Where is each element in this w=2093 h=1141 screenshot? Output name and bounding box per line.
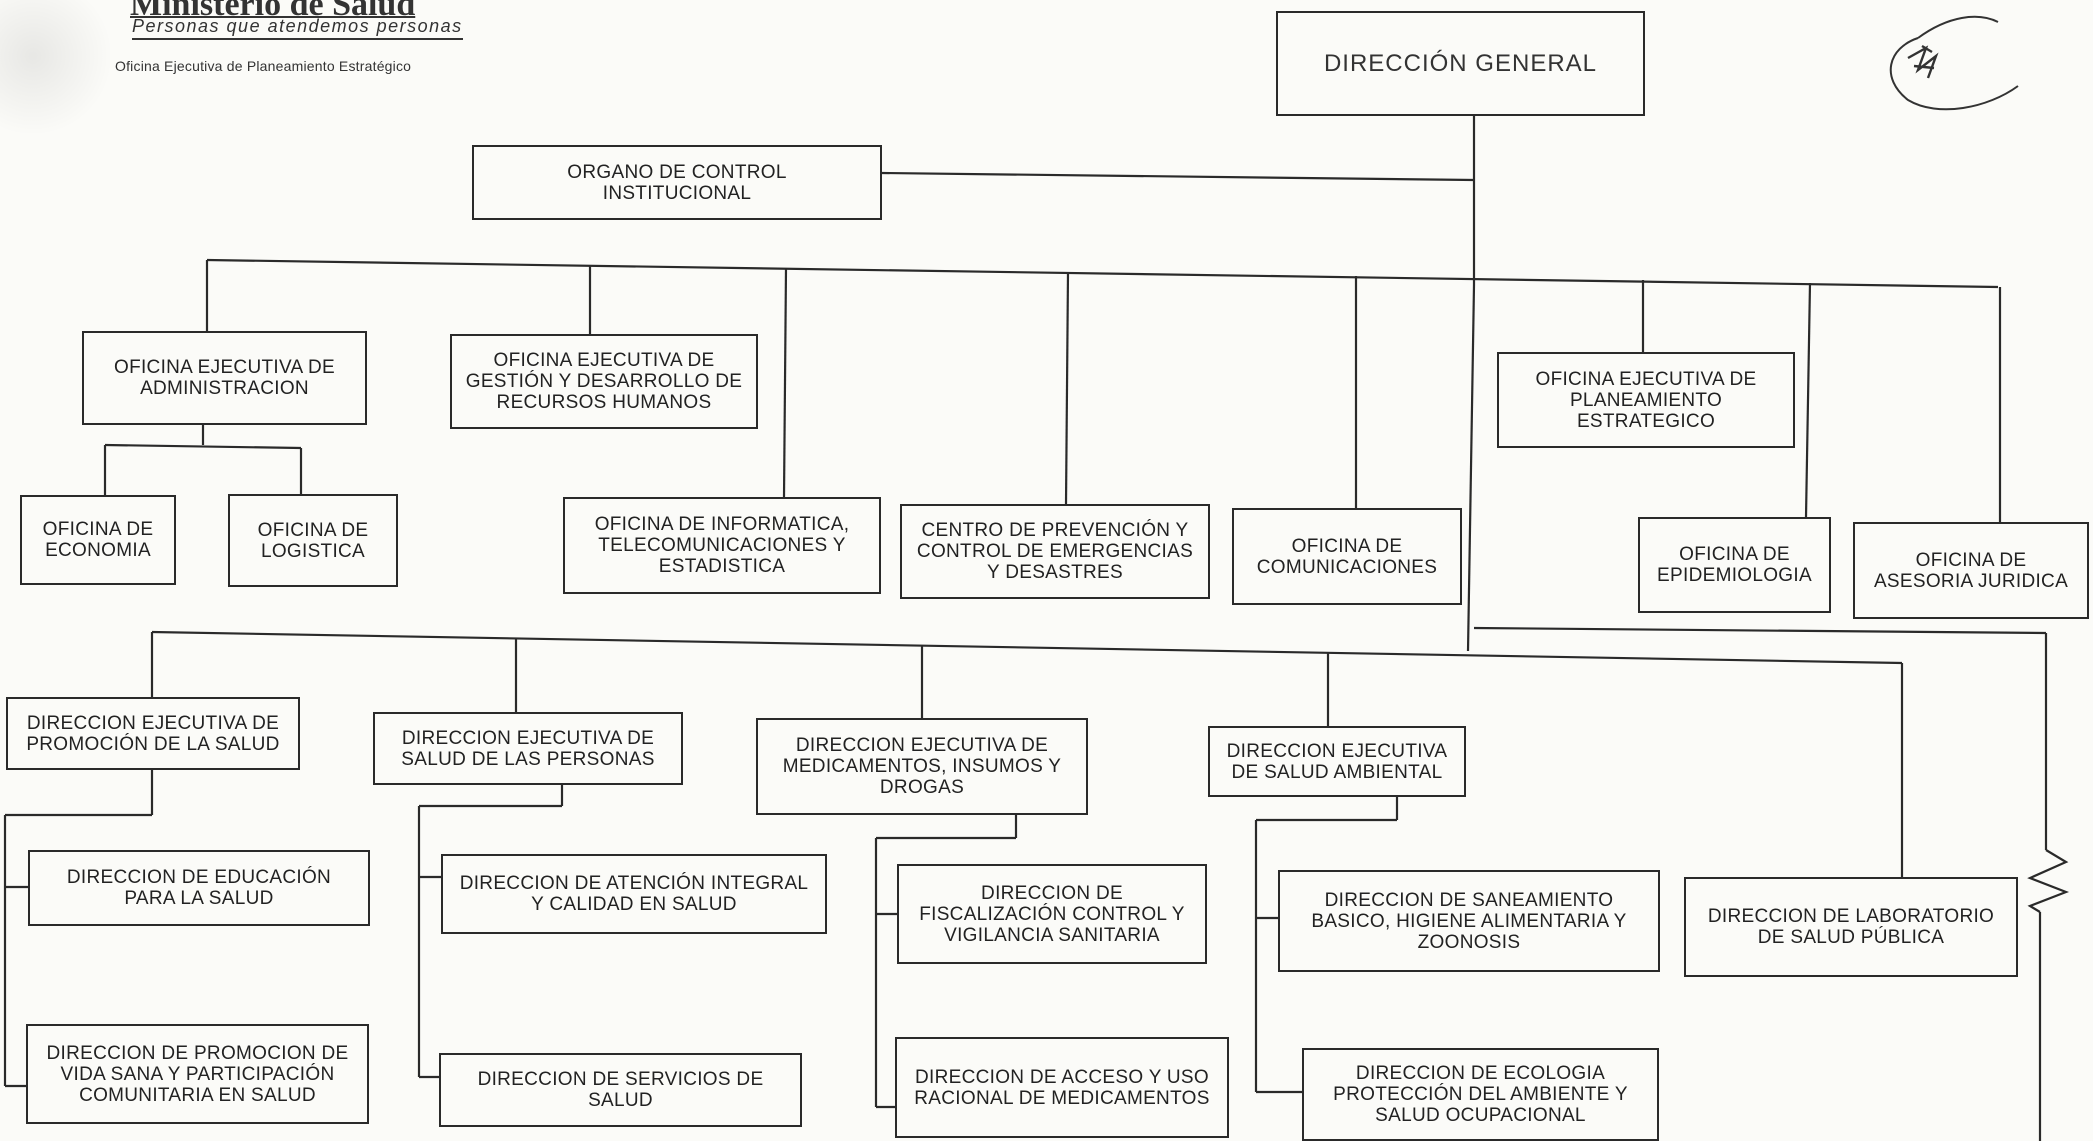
oe-rrhh-label: OFICINA EJECUTIVA DE GESTIÓN Y DESARROLL… (465, 350, 743, 413)
d-saneamiento-box: DIRECCION DE SANEAMIENTO BASICO, HIGIENE… (1278, 870, 1660, 972)
direccion-general-label: DIRECCIÓN GENERAL (1323, 50, 1598, 77)
d-vida-sana-box: DIRECCION DE PROMOCION DE VIDA SANA Y PA… (26, 1024, 369, 1124)
de-promocion-label: DIRECCION EJECUTIVA DE PROMOCIÓN DE LA S… (26, 712, 280, 755)
d-acceso-label: DIRECCION DE ACCESO Y USO RACIONAL DE ME… (914, 1066, 1210, 1109)
oficina-informatica-label: OFICINA DE INFORMATICA, TELECOMUNICACION… (594, 514, 850, 577)
oficina-logistica-label: OFICINA DE LOGISTICA (257, 519, 369, 562)
d-fiscalizacion-box: DIRECCION DE FISCALIZACIÓN CONTROL Y VIG… (897, 864, 1207, 964)
de-personas-box: DIRECCION EJECUTIVA DE SALUD DE LAS PERS… (373, 712, 683, 785)
d-fiscalizacion-label: DIRECCION DE FISCALIZACIÓN CONTROL Y VIG… (919, 882, 1185, 946)
de-promocion-box: DIRECCION EJECUTIVA DE PROMOCIÓN DE LA S… (6, 697, 300, 770)
de-personas-label: DIRECCION EJECUTIVA DE SALUD DE LAS PERS… (401, 727, 655, 770)
d-laboratorio-box: DIRECCION DE LABORATORIO DE SALUD PÚBLIC… (1684, 877, 2018, 977)
de-ambiental-label: DIRECCION EJECUTIVA DE SALUD AMBIENTAL (1226, 740, 1448, 783)
de-medicamentos-label: DIRECCION EJECUTIVA DE MEDICAMENTOS, INS… (782, 735, 1062, 798)
scan-shading (0, 0, 110, 140)
d-saneamiento-label: DIRECCION DE SANEAMIENTO BASICO, HIGIENE… (1311, 889, 1627, 953)
d-servicios-box: DIRECCION DE SERVICIOS DE SALUD (439, 1053, 802, 1127)
d-ecologia-box: DIRECCION DE ECOLOGIA PROTECCIÓN DEL AMB… (1302, 1048, 1659, 1141)
organo-control-label: ORGANO DE CONTROL INSTITUCIONAL (567, 161, 787, 204)
oe-administracion-box: OFICINA EJECUTIVA DE ADMINISTRACION (82, 331, 367, 425)
d-vida-sana-label: DIRECCION DE PROMOCION DE VIDA SANA Y PA… (46, 1042, 349, 1106)
oficina-comunicaciones-label: OFICINA DE COMUNICACIONES (1256, 535, 1438, 578)
oficina-economia-box: OFICINA DE ECONOMIA (20, 495, 176, 585)
control-link (881, 171, 1475, 182)
oficina-epidemiologia-box: OFICINA DE EPIDEMIOLOGIA (1638, 517, 1831, 613)
d-atencion-box: DIRECCION DE ATENCIÓN INTEGRAL Y CALIDAD… (441, 854, 827, 934)
oe-planeamiento-label: OFICINA EJECUTIVA DE PLANEAMIENTO ESTRAT… (1535, 368, 1757, 432)
d-educacion-box: DIRECCION DE EDUCACIÓN PARA LA SALUD (28, 850, 370, 926)
spine-line-lower (1466, 284, 1476, 652)
d-acceso-box: DIRECCION DE ACCESO Y USO RACIONAL DE ME… (895, 1037, 1229, 1138)
oficina-asesoria-box: OFICINA DE ASESORIA JURIDICA (1853, 522, 2089, 619)
office-name: Oficina Ejecutiva de Planeamiento Estrat… (115, 58, 412, 74)
oe-planeamiento-box: OFICINA EJECUTIVA DE PLANEAMIENTO ESTRAT… (1497, 352, 1795, 448)
oficina-informatica-box: OFICINA DE INFORMATICA, TELECOMUNICACION… (563, 497, 881, 594)
direccion-general-box: DIRECCIÓN GENERAL (1276, 11, 1645, 116)
d-servicios-label: DIRECCION DE SERVICIOS DE SALUD (477, 1069, 764, 1111)
centro-prevencion-label: CENTRO DE PREVENCIÓN Y CONTROL DE EMERGE… (916, 520, 1194, 583)
oficina-economia-label: OFICINA DE ECONOMIA (42, 519, 154, 561)
d-laboratorio-label: DIRECCION DE LABORATORIO DE SALUD PÚBLIC… (1707, 906, 1995, 948)
bus-offices (206, 258, 1999, 289)
oficina-asesoria-label: OFICINA DE ASESORIA JURIDICA (1873, 549, 2069, 592)
d-ecologia-label: DIRECCION DE ECOLOGIA PROTECCIÓN DEL AMB… (1333, 1063, 1628, 1126)
oficina-epidemiologia-label: OFICINA DE EPIDEMIOLOGIA (1657, 544, 1812, 586)
handwritten-signature (1889, 15, 2019, 111)
oficina-logistica-box: OFICINA DE LOGISTICA (228, 494, 398, 587)
de-ambiental-box: DIRECCION EJECUTIVA DE SALUD AMBIENTAL (1208, 726, 1466, 797)
centro-prevencion-box: CENTRO DE PREVENCIÓN Y CONTROL DE EMERGE… (900, 504, 1210, 599)
de-medicamentos-box: DIRECCION EJECUTIVA DE MEDICAMENTOS, INS… (756, 718, 1088, 815)
organo-control-box: ORGANO DE CONTROL INSTITUCIONAL (472, 145, 882, 220)
d-atencion-label: DIRECCION DE ATENCIÓN INTEGRAL Y CALIDAD… (459, 873, 809, 915)
d-educacion-label: DIRECCION DE EDUCACIÓN PARA LA SALUD (66, 867, 332, 909)
bus-direcciones (151, 630, 1903, 665)
oficina-comunicaciones-box: OFICINA DE COMUNICACIONES (1232, 508, 1462, 605)
oe-administracion-label: OFICINA EJECUTIVA DE ADMINISTRACION (113, 357, 336, 399)
oe-rrhh-box: OFICINA EJECUTIVA DE GESTIÓN Y DESARROLL… (450, 334, 758, 429)
ministry-title: Ministerio de Salud (130, 0, 416, 23)
ministry-tagline: Personas que atendemos personas (132, 16, 463, 40)
